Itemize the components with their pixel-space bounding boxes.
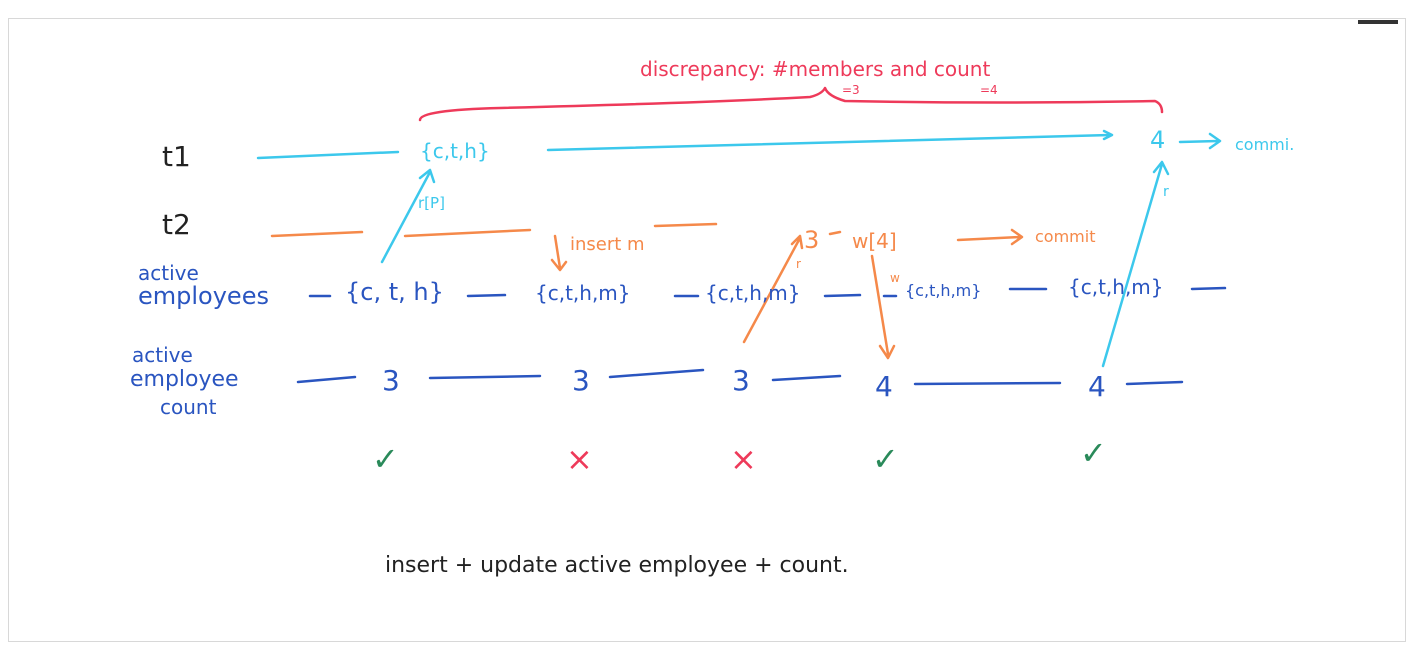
- count-state-4: 4: [875, 370, 893, 403]
- count-link: [608, 368, 705, 379]
- t2-write-arrow: [870, 254, 896, 360]
- count-link: [296, 375, 357, 384]
- employees-link: [1190, 286, 1227, 291]
- employees-state-5: {c,t,h,m}: [1068, 275, 1164, 299]
- employees-link: [823, 293, 862, 298]
- count-state-3: 3: [732, 364, 750, 397]
- t2-count-read-arrow: [742, 234, 804, 344]
- t2-commit: commit: [1035, 227, 1095, 246]
- count-state-5: 4: [1088, 370, 1106, 403]
- t1-read-label: r[P]: [418, 194, 445, 212]
- t2-count-read: 3: [804, 226, 819, 254]
- check-icon: ✓: [1080, 434, 1107, 472]
- diagram-frame: [8, 18, 1406, 642]
- employees-link: [466, 293, 507, 298]
- employees-state-4: {c,t,h,m}: [905, 281, 981, 300]
- t1-timeline-arrow: [546, 129, 1114, 152]
- t1-read-arrow: [380, 168, 436, 264]
- discrepancy-brace: [418, 86, 1164, 122]
- insert-arrow: [550, 234, 568, 272]
- employees-state-2: {c,t,h,m}: [535, 281, 631, 305]
- count-label-1: active: [132, 343, 193, 367]
- t2-dash: [828, 230, 842, 236]
- t2-timeline-3: [653, 222, 718, 228]
- count-state-2: 3: [572, 364, 590, 397]
- paper-edge: [1358, 20, 1398, 24]
- t1-commit: commi.: [1235, 135, 1294, 154]
- t1-commit-arrow: [1178, 132, 1222, 150]
- count-link: [428, 374, 542, 380]
- count-link: [1125, 380, 1184, 386]
- t1-set-read: {c,t,h}: [420, 139, 490, 163]
- count-value: =4: [980, 83, 998, 97]
- members-value: =3: [842, 83, 860, 97]
- t2-insert: insert m: [570, 234, 645, 255]
- check-icon: ✓: [872, 440, 899, 478]
- count-link: [771, 374, 842, 382]
- employees-state-1: {c, t, h}: [345, 278, 444, 306]
- active-employees-label-2: employees: [138, 282, 269, 310]
- t2-write: w[4]: [852, 229, 897, 253]
- active-employees-label-1: active: [138, 261, 199, 285]
- cross-icon: ×: [730, 440, 757, 478]
- employees-state-3: {c,t,h,m}: [705, 281, 801, 305]
- t2-label: t2: [162, 208, 191, 241]
- count-label-3: count: [160, 395, 217, 419]
- count-state-1: 3: [382, 364, 400, 397]
- t1-timeline: [256, 150, 400, 160]
- check-icon: ✓: [372, 440, 399, 478]
- t1-label: t1: [162, 140, 191, 173]
- discrepancy-label: discrepancy: #members and count: [640, 57, 990, 81]
- caption: insert + update active employee + count.: [385, 553, 849, 578]
- count-label-2: employee: [130, 367, 239, 392]
- cross-icon: ×: [566, 440, 593, 478]
- count-link: [913, 381, 1062, 386]
- t2-commit-arrow: [956, 228, 1024, 246]
- t1-r-label: r: [1163, 184, 1169, 200]
- t1-count-read: 4: [1150, 126, 1165, 154]
- t1-count-read-arrow: [1101, 160, 1170, 368]
- t2-r-label: r: [796, 257, 801, 271]
- t2-w-label: w: [890, 271, 900, 285]
- t2-timeline-1: [270, 230, 364, 238]
- t2-timeline-2: [403, 228, 532, 238]
